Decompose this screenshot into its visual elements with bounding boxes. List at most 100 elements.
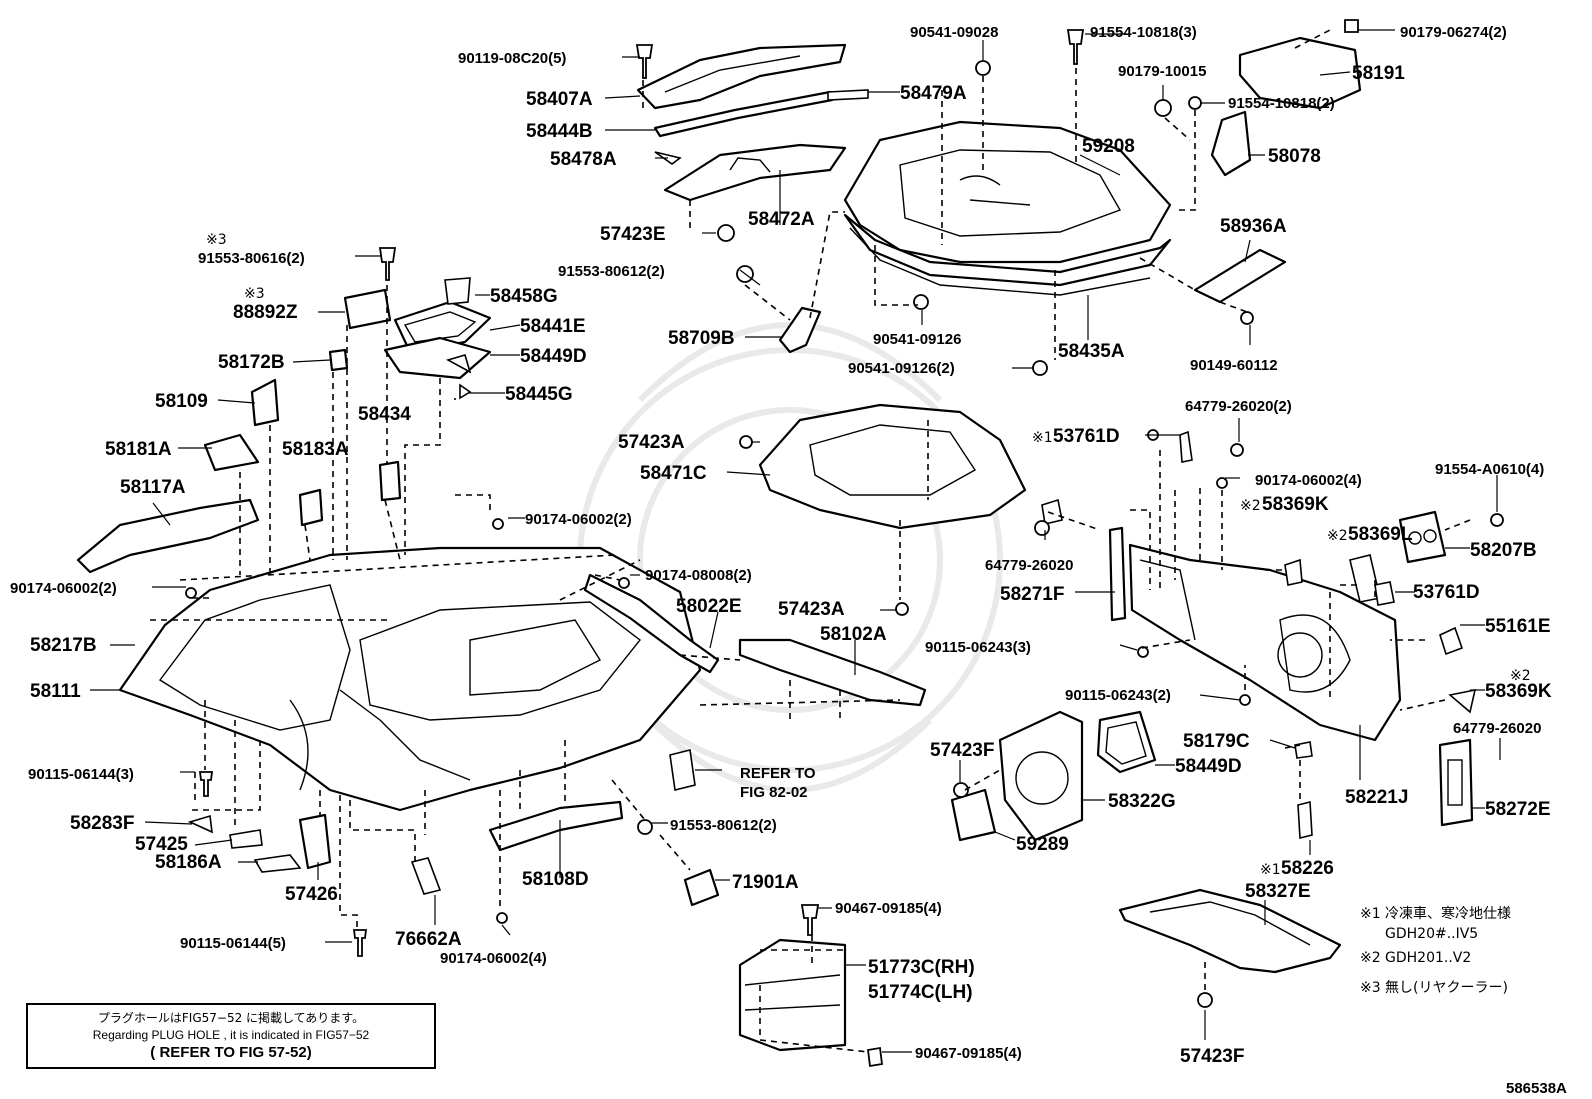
part-label: 58435A	[1058, 341, 1125, 362]
condition-mark: ※2	[1510, 668, 1531, 684]
part-label: 58078	[1268, 146, 1321, 167]
plug-hole-note: プラグホールはFIG57−52 に掲載してあります。 Regarding PLU…	[26, 1003, 436, 1069]
part-label: 51774C(LH)	[868, 982, 973, 1003]
part-label: 58445G	[505, 384, 573, 405]
part-label: 58111	[30, 681, 81, 702]
dashed-alignment-lines	[150, 29, 1471, 1053]
part-label: 64779-26020	[985, 557, 1073, 574]
part-label: 58449D	[1175, 756, 1242, 777]
part-label: 58181A	[105, 439, 172, 460]
part-label: 58709B	[668, 328, 735, 349]
legend-mark: ※2	[1360, 950, 1381, 966]
part-label: 91554-A0610(4)	[1435, 461, 1544, 478]
part-label: 58172B	[218, 352, 285, 373]
part-label: 58471C	[640, 463, 707, 484]
part-label: 57423F	[930, 740, 994, 761]
figure-code: 586538A	[1506, 1080, 1567, 1097]
note-japanese: プラグホールはFIG57−52 に掲載してあります。	[97, 1011, 365, 1025]
condition-mark: ※1	[1260, 862, 1281, 878]
part-label: 91553-80616(2)	[198, 250, 305, 267]
part-label: 58407A	[526, 89, 593, 110]
part-label: 57423E	[600, 224, 666, 245]
part-label: 58109	[155, 391, 208, 412]
part-label: 58272E	[1485, 799, 1551, 820]
part-label: 59208	[1082, 136, 1135, 157]
part-label: 90179-06274(2)	[1400, 24, 1507, 41]
part-label: 91554-10818(3)	[1090, 24, 1197, 41]
part-label: 58226	[1281, 858, 1334, 879]
part-label: 51773C(RH)	[868, 957, 975, 978]
part-label: 57423A	[778, 599, 845, 620]
condition-mark: ※1	[1032, 430, 1053, 446]
part-label: 71901A	[732, 872, 799, 893]
part-label: 90149-60112	[1190, 357, 1278, 374]
part-label: 90174-06002(4)	[1255, 472, 1362, 489]
part-label: 90174-06002(2)	[525, 511, 632, 528]
part-label: 55161E	[1485, 616, 1551, 637]
part-label: 58217B	[30, 635, 97, 656]
legend-mark: ※1	[1360, 906, 1381, 922]
part-label: 58369K	[1262, 494, 1329, 515]
part-label: 64779-26020(2)	[1185, 398, 1292, 415]
part-label: 58441E	[520, 316, 586, 337]
legend-text: GDH201..V2	[1385, 950, 1471, 966]
leader-lines	[90, 29, 1501, 1053]
part-label: 90541-09126(2)	[848, 360, 955, 377]
condition-mark: ※2	[1327, 528, 1348, 544]
part-label: 90115-06243(2)	[1065, 687, 1171, 704]
refer-label: REFER TO	[740, 765, 816, 782]
part-label: 64779-26020	[1453, 720, 1541, 737]
part-label: 58449D	[520, 346, 587, 367]
part-label: 58117A	[120, 477, 186, 498]
part-label: 58434	[358, 404, 411, 425]
part-label: 58369K	[1485, 681, 1552, 702]
part-label: 90174-08008(2)	[645, 567, 752, 584]
part-label: 58186A	[155, 852, 222, 873]
part-label: 90115-06243(3)	[925, 639, 1031, 656]
note-refer: ( REFER TO FIG 57-52)	[150, 1044, 312, 1061]
part-label: 90174-06002(4)	[440, 950, 547, 967]
part-label: 58102A	[820, 624, 887, 645]
part-label: 90119-08C20(5)	[458, 50, 566, 67]
part-label: 58183A	[282, 439, 349, 460]
part-label: 58207B	[1470, 540, 1537, 561]
part-label: 90541-09028	[910, 24, 998, 41]
part-label: 58458G	[490, 286, 558, 307]
part-label: 58179C	[1183, 731, 1250, 752]
part-label: 58479A	[900, 83, 967, 104]
note-english: Regarding PLUG HOLE , it is indicated in…	[92, 1028, 370, 1042]
part-label: 91553-80612(2)	[558, 263, 665, 280]
part-label: 57423A	[618, 432, 685, 453]
part-label: 58322G	[1108, 791, 1176, 812]
part-label: 90115-06144(5)	[180, 935, 286, 952]
part-label: 53761D	[1053, 426, 1120, 447]
part-shapes	[76, 36, 1477, 1052]
part-label: 58221J	[1345, 787, 1408, 808]
part-label: 90467-09185(4)	[835, 900, 942, 917]
refer-label: FIG 82-02	[740, 784, 808, 801]
legend-text: GDH20#..IV5	[1385, 926, 1478, 942]
condition-mark: ※3	[244, 286, 265, 302]
part-label: 53761D	[1413, 582, 1480, 603]
part-label: 90174-06002(2)	[10, 580, 117, 597]
part-label: 58369L	[1348, 524, 1413, 545]
legend: ※1 冷凍車、寒冷地仕様 GDH20#..IV5 ※2 GDH201..V2 ※…	[1360, 905, 1511, 996]
part-label: 76662A	[395, 929, 462, 950]
part-label: 58472A	[748, 209, 815, 230]
part-label: 58283F	[70, 813, 134, 834]
part-label: 58022E	[676, 596, 742, 617]
condition-mark: ※2	[1240, 498, 1261, 514]
part-label: 91553-80612(2)	[670, 817, 777, 834]
part-label: 58327E	[1245, 881, 1311, 902]
part-label: 57426	[285, 884, 338, 905]
part-label: 90541-09126	[873, 331, 961, 348]
part-label: 58444B	[526, 121, 593, 142]
part-label: 90179-10015	[1118, 63, 1206, 80]
condition-mark: ※3	[206, 232, 227, 248]
legend-text: 冷凍車、寒冷地仕様	[1385, 905, 1511, 922]
part-label: 88892Z	[233, 302, 298, 323]
legend-text: 無し(リヤクーラー)	[1385, 980, 1508, 996]
part-label: 90467-09185(4)	[915, 1045, 1022, 1062]
part-label: 90115-06144(3)	[28, 766, 134, 783]
